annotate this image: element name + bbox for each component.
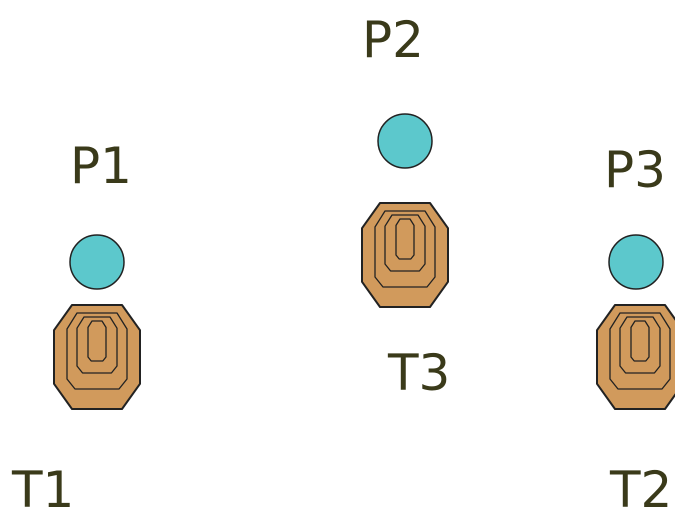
target-t1 <box>53 304 141 410</box>
position-marker-p1 <box>69 234 125 290</box>
target-inner-ring <box>76 316 118 374</box>
position-label-p2: P2 <box>362 11 424 69</box>
target-inner-ring <box>384 214 426 272</box>
target-outer-ring <box>361 202 449 308</box>
target-middle-ring <box>374 210 436 288</box>
target-middle-ring <box>66 312 128 390</box>
target-label-t3: T3 <box>387 344 450 402</box>
target-label-t2: T2 <box>609 461 672 518</box>
target-label-t1: T1 <box>11 461 74 518</box>
target-outer-ring <box>53 304 141 410</box>
target-center-ring <box>87 320 107 362</box>
target-t2 <box>596 304 675 410</box>
target-middle-ring <box>609 312 671 390</box>
position-label-p3: P3 <box>604 141 666 199</box>
target-center-ring <box>630 320 650 362</box>
position-marker-p3 <box>608 234 664 290</box>
target-inner-ring <box>619 316 661 374</box>
target-t3 <box>361 202 449 308</box>
target-outer-ring <box>596 304 675 410</box>
position-marker-p2 <box>377 113 433 169</box>
target-center-ring <box>395 218 415 260</box>
position-label-p1: P1 <box>70 137 132 195</box>
